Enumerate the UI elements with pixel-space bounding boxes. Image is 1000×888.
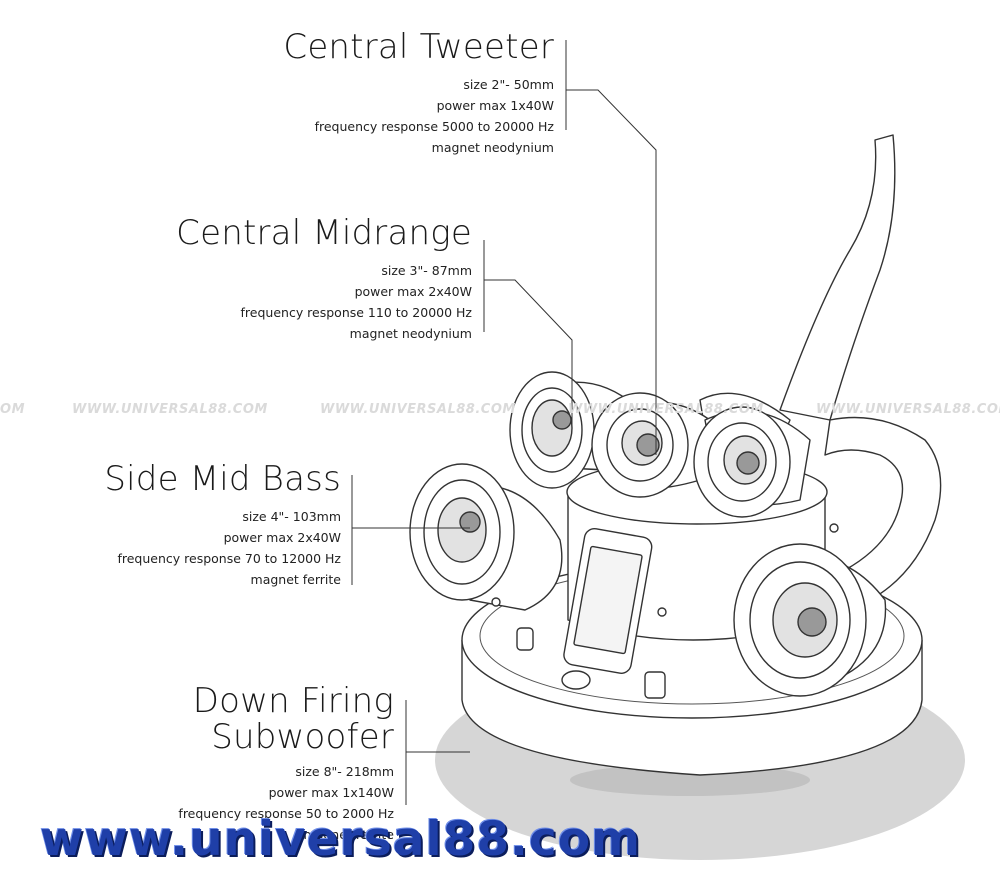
subwoofer-title: Down Firing Subwoofer	[192, 681, 394, 757]
tweeter-magnet: magnet neodynium	[431, 139, 554, 155]
midbass-frequency: frequency response 70 to 12000 Hz	[117, 550, 341, 566]
midrange-power: power max 2x40W	[354, 283, 472, 299]
midrange-label: Central Midrange size 3"- 87mm power max…	[176, 213, 472, 344]
midrange-title: Central Midrange	[176, 213, 472, 253]
midrange-frequency: frequency response 110 to 20000 Hz	[240, 304, 472, 320]
central-tweeter	[591, 392, 711, 498]
subwoofer-size: size 8"- 218mm	[295, 764, 394, 780]
subwoofer-frequency: frequency response 50 to 2000 Hz	[178, 806, 394, 822]
watermark: WWW.UNIVERSAL88.COM	[816, 402, 1000, 417]
midrange-magnet: magnet neodynium	[349, 325, 472, 341]
midbass-magnet: magnet ferrite	[250, 571, 341, 587]
watermark: WWW.UNIVERSAL88.COM	[72, 402, 268, 417]
leader-tweeter	[566, 89, 657, 455]
watermark: WWW.UNIVERSAL88.COM	[568, 402, 764, 417]
tweeter-power: power max 1x40W	[436, 97, 554, 113]
midbass-label: Side Mid Bass size 4"- 103mm power max 2…	[104, 459, 341, 590]
central-midrange-right	[693, 406, 811, 518]
midrange-size: size 3"- 87mm	[381, 262, 472, 278]
side-midbass-right	[733, 543, 887, 697]
watermark: WWW.UNIVERSAL88.COM	[320, 402, 516, 417]
site-url-banner: www.universal88.com	[40, 812, 642, 867]
midbass-title: Side Mid Bass	[104, 459, 341, 499]
tweeter-title: Central Tweeter	[283, 27, 554, 67]
watermark: COM	[0, 402, 26, 417]
horn-tube	[779, 134, 896, 421]
subwoofer-magnet: magnet ferrite	[303, 827, 394, 843]
control-knobs	[491, 523, 839, 699]
tweeter-label: Central Tweeter size 2"- 50mm power max …	[283, 27, 554, 158]
subwoofer-label: Down Firing Subwoofer size 8"- 218mm pow…	[0, 681, 394, 845]
midbass-size: size 4"- 103mm	[242, 508, 341, 524]
subwoofer-power: power max 1x140W	[268, 785, 394, 801]
midbass-power: power max 2x40W	[223, 529, 341, 545]
tweeter-frequency: frequency response 5000 to 20000 Hz	[314, 118, 554, 134]
side-midbass-left	[409, 463, 563, 611]
leader-midrange	[484, 279, 573, 425]
tweeter-size: size 2"- 50mm	[463, 76, 554, 92]
